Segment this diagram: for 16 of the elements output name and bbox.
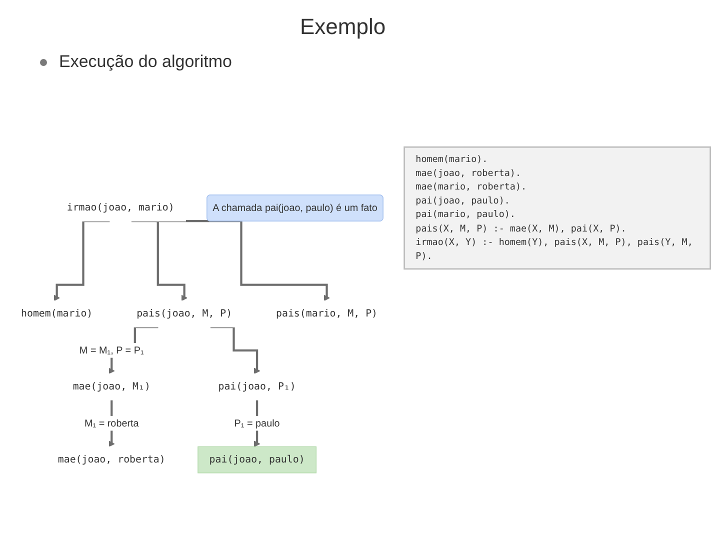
node-text: homem(mario)	[21, 308, 93, 320]
edge-label: P₁ = paulo	[234, 417, 280, 429]
node-box: pai(joao, paulo)	[198, 446, 316, 474]
edge-label: M = M₁, P = P₁	[79, 344, 144, 356]
node-text: pai(joao, P₁)	[218, 380, 296, 392]
node-box: homem(mario). mae(joao, roberta). mae(mario, roberta). pai(joao, paulo). pai(mario, paulo). pais(X, M, P) :- mae(X, M), pai(X, P). irmao(X, Y) :- homem(Y), pais(X, M, P), pais(Y, M, P).	[404, 146, 712, 270]
node-text: pais(mario, M, P)	[276, 308, 378, 320]
arrow	[210, 326, 260, 374]
arrow	[131, 220, 188, 302]
node-text: mae(joao, roberta)	[58, 454, 166, 466]
slide-title: Exemplo	[300, 14, 386, 40]
arrow	[54, 220, 110, 302]
edge-label: M₁ = roberta	[84, 417, 139, 429]
arrow	[156, 220, 330, 302]
node-text: mae(joao, M₁)	[72, 380, 150, 392]
bullet-text: Execução do algoritmo	[59, 52, 232, 71]
